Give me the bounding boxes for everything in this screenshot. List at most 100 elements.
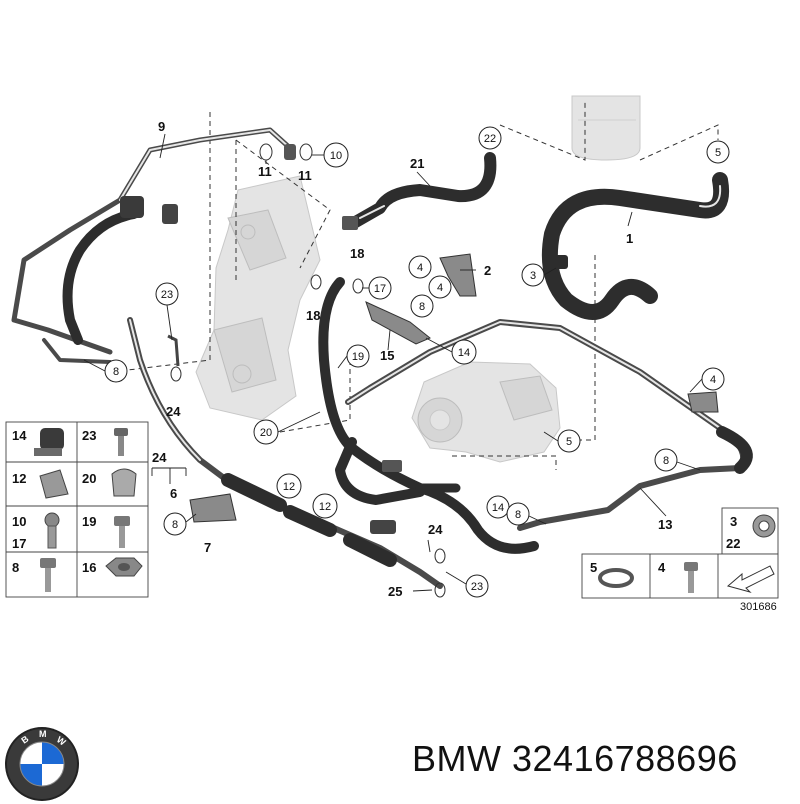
callout-23a: 23 [155, 282, 179, 306]
part-caption: BMW 32416788696 [412, 738, 738, 780]
clamp-icon [111, 468, 137, 497]
callout-13: 13 [658, 517, 672, 532]
svg-text:10: 10 [330, 150, 342, 162]
leader-lines [83, 133, 703, 592]
nut-icon [105, 557, 143, 577]
callout-9: 9 [158, 119, 165, 134]
svg-text:12: 12 [319, 501, 331, 513]
callout-23b: 23 [465, 574, 489, 598]
callout-15: 15 [380, 348, 394, 363]
hose-central [318, 277, 539, 554]
callout-12b: 12 [312, 493, 338, 519]
legend-right: 3 22 5 4 301686 [581, 507, 779, 613]
callout-21: 21 [410, 156, 424, 171]
legend-19: 19 [82, 514, 96, 529]
callout-8e: 8 [163, 512, 187, 536]
svg-text:4: 4 [710, 374, 716, 386]
svg-text:12: 12 [283, 481, 295, 493]
callout-2: 2 [484, 263, 491, 278]
seal-parts-bottom [167, 334, 446, 598]
callout-18b: 18 [306, 308, 320, 323]
legend-23: 23 [82, 428, 96, 443]
reference-number: 301686 [740, 601, 777, 613]
line-13 [345, 319, 753, 531]
svg-text:14: 14 [492, 502, 504, 514]
legend-4: 4 [658, 560, 666, 575]
svg-text:8: 8 [113, 366, 119, 378]
callout-17: 17 [368, 276, 392, 300]
svg-text:19: 19 [352, 351, 364, 363]
svg-text:8: 8 [515, 509, 521, 521]
grommet-icon [34, 428, 64, 456]
brand-name: BMW [412, 738, 502, 779]
hose-12 [127, 317, 443, 589]
legend-12: 12 [12, 471, 26, 486]
hose-1 [541, 172, 729, 320]
callout-5b: 5 [557, 429, 581, 453]
svg-text:5: 5 [566, 436, 572, 448]
callout-1: 1 [626, 231, 633, 246]
bracket-4-right [687, 391, 719, 413]
power-steering-pump-ghost [411, 361, 561, 463]
part-number: 32416788696 [512, 738, 738, 779]
line-9-grommet [162, 204, 178, 224]
bolt-4-icon [684, 562, 698, 593]
legend-5: 5 [590, 560, 597, 575]
callout-24b: 24 [152, 450, 167, 465]
svg-text:3: 3 [530, 270, 536, 282]
legend-14: 14 [12, 428, 27, 443]
legend-10: 10 [12, 514, 26, 529]
bracket-15 [365, 301, 431, 345]
callout-22: 22 [478, 126, 502, 150]
hose-central-fitting [382, 460, 402, 472]
bmw-logo: B M W [5, 727, 79, 801]
hose-21 [342, 152, 497, 230]
direction-arrow-icon [726, 565, 775, 593]
hose-1-clamp [546, 255, 568, 269]
callout-8b: 8 [104, 359, 128, 383]
callout-14a: 14 [451, 339, 477, 365]
callout-4a: 4 [408, 255, 432, 279]
callout-4b: 4 [428, 275, 452, 299]
hose-21-fitting [342, 216, 358, 230]
svg-text:17: 17 [374, 283, 386, 295]
callout-7: 7 [204, 540, 211, 555]
legend-8: 8 [12, 560, 19, 575]
callout-4c: 4 [701, 367, 725, 391]
callout-14b: 14 [486, 495, 510, 519]
svg-text:14: 14 [458, 347, 470, 359]
callout-25: 25 [388, 584, 402, 599]
bracket-2 [439, 253, 477, 297]
callout-10: 10 [323, 142, 349, 168]
line-9-bracket [120, 196, 144, 218]
callout-20: 20 [253, 419, 279, 445]
reference-dashes [127, 100, 719, 470]
legend-17: 17 [12, 536, 26, 551]
bolt-icon [114, 516, 130, 548]
svg-text:20: 20 [260, 427, 272, 439]
callout-8c: 8 [654, 448, 678, 472]
callout-3: 3 [521, 263, 545, 287]
callout-labels-bold: 9 11 11 21 1 2 18 18 15 24 24 6 7 13 24 … [152, 119, 672, 599]
clip-icon [39, 469, 69, 499]
svg-text:8: 8 [419, 301, 425, 313]
bracket-7 [189, 493, 237, 523]
hose-clamp-icon [598, 568, 634, 588]
legend-22: 22 [726, 536, 740, 551]
callout-12a: 12 [276, 473, 302, 499]
svg-text:B: B [19, 733, 30, 745]
svg-text:23: 23 [471, 581, 483, 593]
callout-11a: 11 [258, 164, 272, 179]
hex-bolt-icon [40, 558, 56, 592]
screw-icon [114, 428, 128, 456]
fitting-24 [370, 520, 396, 534]
callout-11b: 11 [298, 168, 312, 183]
callout-24a: 24 [166, 404, 181, 419]
fluid-reservoir [571, 95, 641, 161]
svg-text:8: 8 [663, 455, 669, 467]
svg-text:8: 8 [172, 519, 178, 531]
callout-8a: 8 [410, 294, 434, 318]
callout-6: 6 [170, 486, 177, 501]
svg-text:22: 22 [484, 133, 496, 145]
legend-left: 14 23 12 20 10 17 19 8 16 [5, 421, 149, 598]
